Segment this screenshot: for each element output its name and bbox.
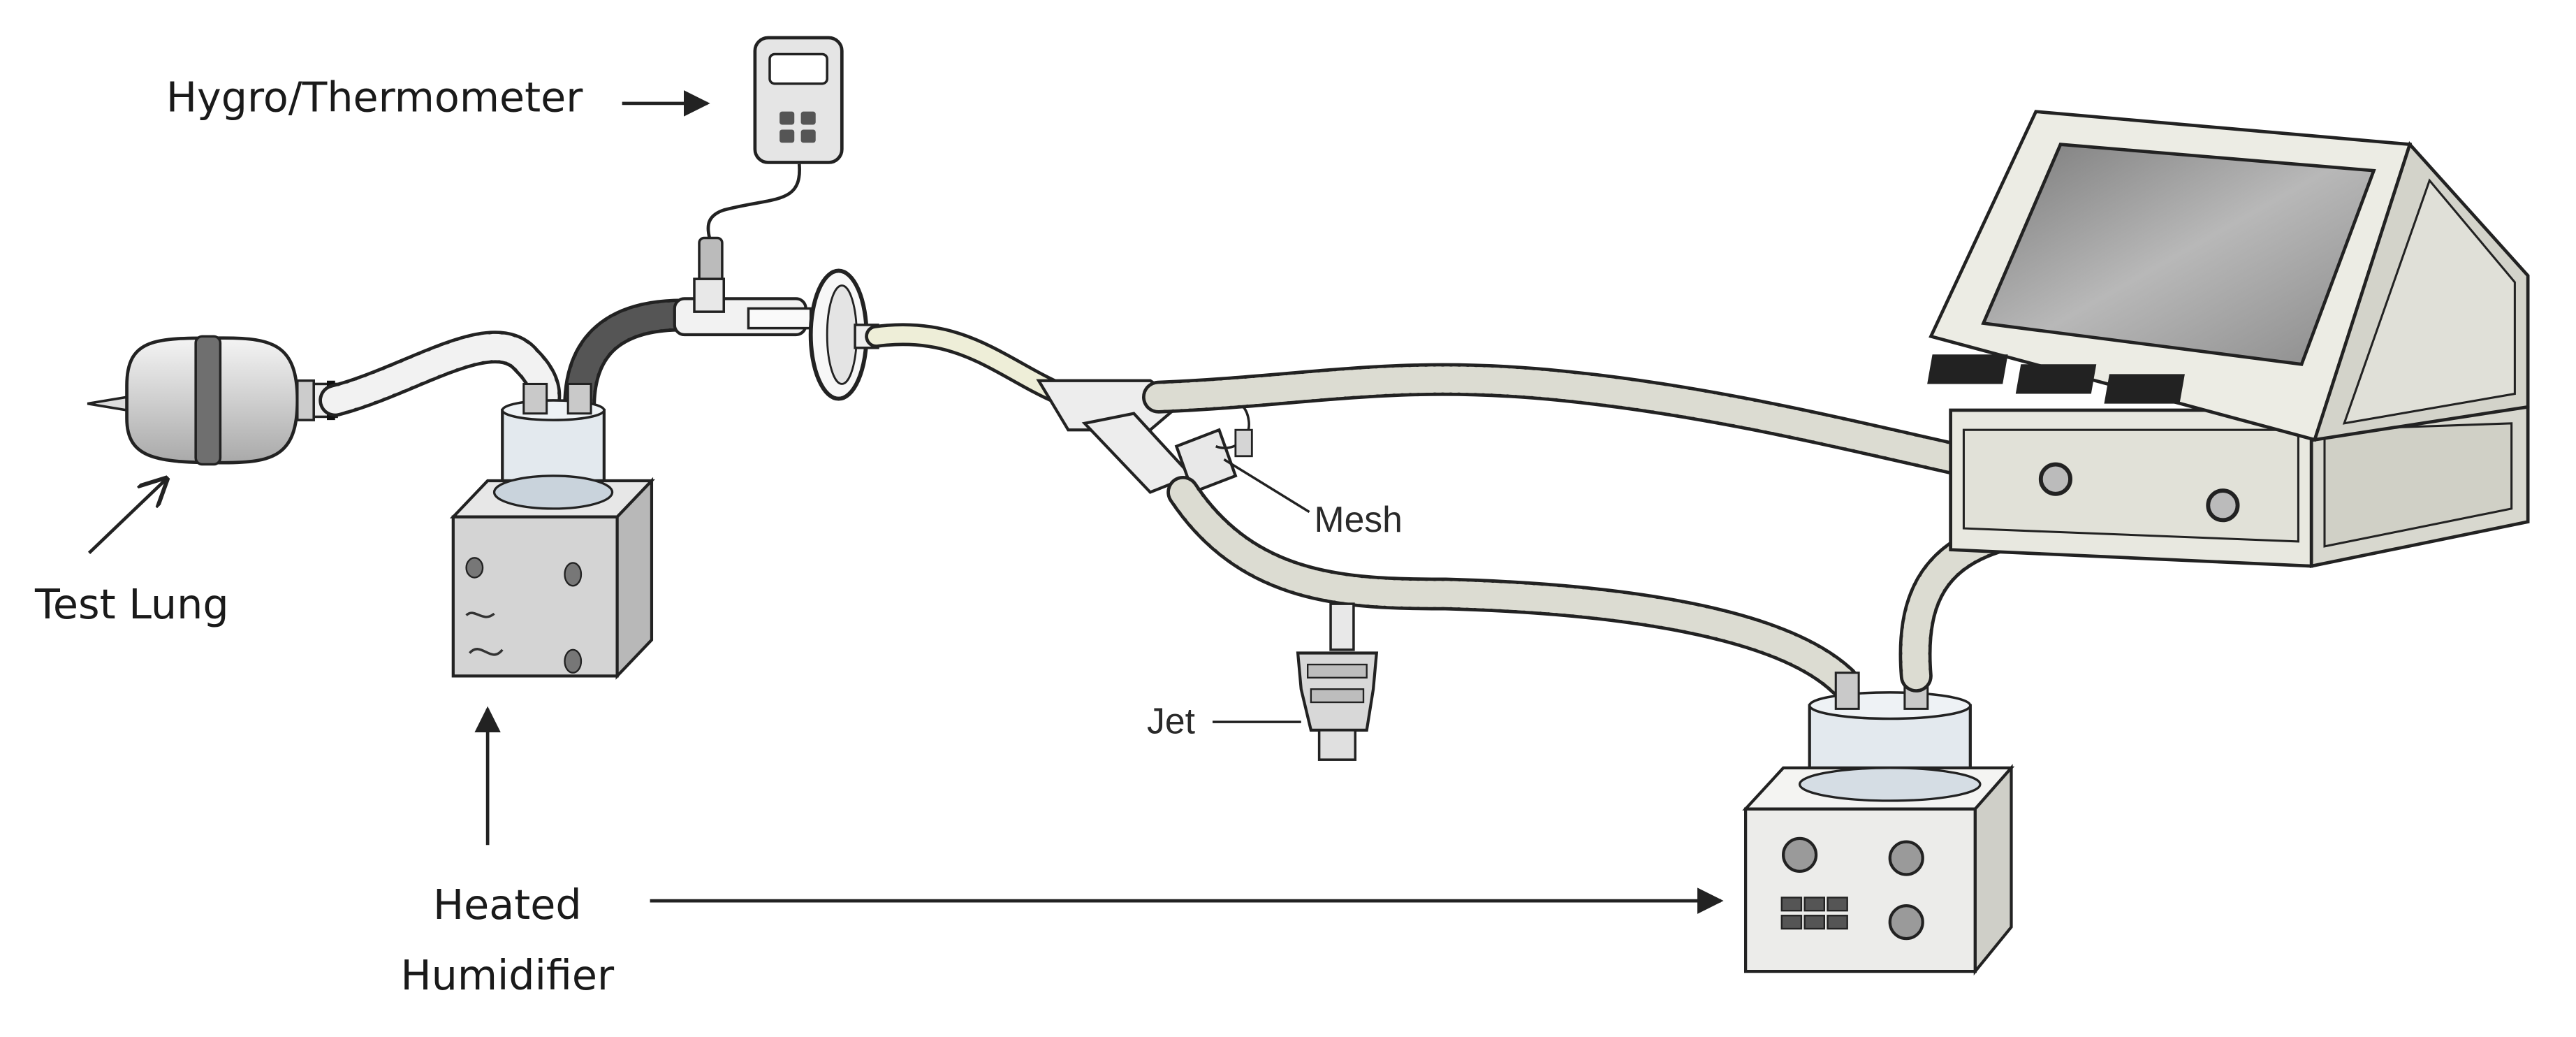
y-piece [1036, 379, 1194, 494]
jet-nebulizer-icon [1296, 602, 1379, 761]
label-heated-humidifier-2: Humidifier [401, 952, 615, 999]
test-lung-icon [87, 335, 338, 466]
ventilator-icon [1927, 110, 2530, 568]
arrow-test-lung [87, 479, 166, 555]
t-piece-adapter [673, 277, 812, 337]
label-mesh: Mesh [1315, 499, 1403, 539]
heated-humidifier-2-icon [1742, 672, 2015, 976]
label-test-lung: Test Lung [34, 581, 229, 628]
label-jet: Jet [1147, 701, 1195, 741]
pointer-mesh [1223, 458, 1310, 514]
label-hygro-thermometer: Hygro/Thermometer [166, 74, 583, 122]
mesh-nebulizer-icon [1174, 396, 1253, 495]
hygro-thermometer-icon [698, 36, 844, 292]
heated-humidifier-icon [449, 382, 655, 680]
label-heated-humidifier-1: Heated [433, 881, 582, 929]
